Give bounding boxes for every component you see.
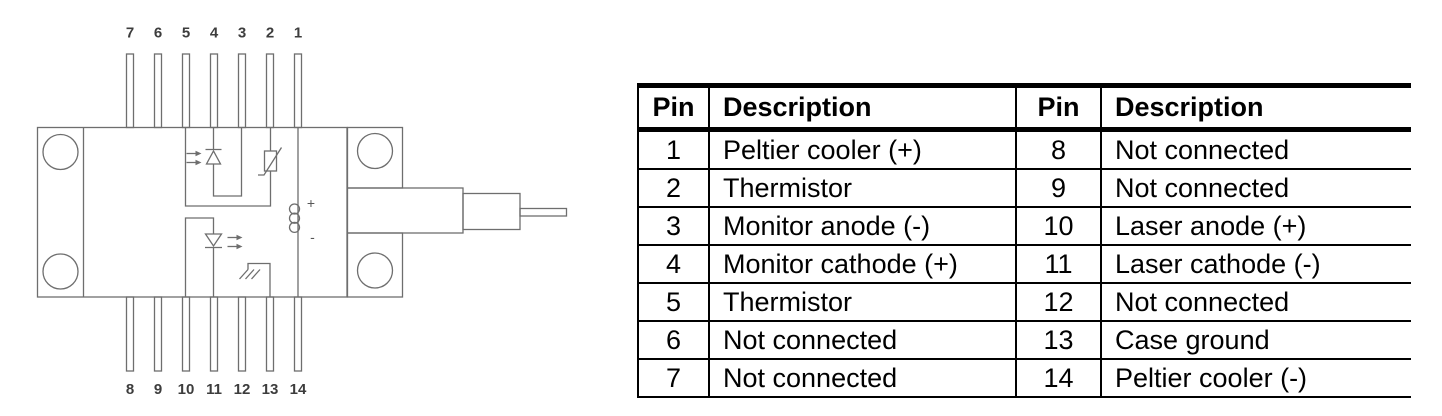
pin-14 (293, 296, 303, 372)
fiber-pigtail (519, 207, 568, 217)
header-description-1: Description (708, 85, 1016, 132)
pin-description: Not connected (708, 359, 1016, 398)
pin-12 (237, 296, 247, 372)
table-row: 4 Monitor cathode (+) 11 Laser cathode (… (638, 245, 1411, 284)
table-row: 5 Thermistor 12 Not connected (638, 283, 1411, 322)
tec-minus-label: - (310, 229, 315, 245)
pin-label-1: 1 (294, 25, 302, 42)
ground-symbol (239, 262, 271, 297)
pin-number: 3 (638, 207, 709, 246)
pin-label-14: 14 (290, 381, 307, 398)
fiber-ferrule (462, 192, 521, 231)
pin-number: 6 (638, 321, 709, 360)
pin-label-9: 9 (154, 381, 162, 398)
monitor-photodiode-symbol (186, 128, 243, 197)
pin-label-3: 3 (238, 25, 246, 42)
mount-hole-top-left (42, 133, 79, 171)
butterfly-package-diagram: 7 6 5 4 3 2 1 8 9 10 11 12 13 14 + - (36, 25, 568, 399)
pin-label-7: 7 (126, 25, 134, 42)
fiber-snout (346, 187, 464, 234)
table-row: 6 Not connected 13 Case ground (638, 321, 1411, 360)
table-header-row: Pin Description Pin Description (638, 85, 1411, 132)
pin-number: 1 (638, 129, 709, 170)
pin-label-2: 2 (266, 25, 274, 42)
pin-label-11: 11 (206, 381, 222, 398)
pin-5 (181, 53, 191, 129)
pin-description: Thermistor (708, 283, 1016, 322)
pin-number: 12 (1015, 283, 1101, 322)
pin-number: 2 (638, 169, 709, 208)
pin-1 (293, 53, 303, 129)
pin-description: Case ground (1100, 321, 1411, 360)
pin-number: 7 (638, 359, 709, 398)
pin-number: 4 (638, 245, 709, 284)
mount-hole-top-right (356, 132, 394, 170)
table-row: 7 Not connected 14 Peltier cooler (-) (638, 359, 1411, 398)
pin-number: 9 (1015, 169, 1101, 208)
pin-number: 14 (1015, 359, 1101, 398)
mount-hole-bottom-right (356, 252, 394, 289)
emitted-light-arrows (227, 234, 243, 250)
pin-description: Monitor anode (-) (708, 207, 1016, 246)
pin-7 (125, 53, 135, 129)
laser-diode-symbol (184, 217, 243, 297)
incident-light-arrows (186, 150, 202, 166)
pin-description: Laser cathode (-) (1100, 245, 1411, 284)
pin-label-10: 10 (178, 381, 195, 398)
pin-label-12: 12 (234, 381, 251, 398)
pin-3 (237, 53, 247, 129)
pin-label-5: 5 (182, 25, 190, 42)
pin-description: Peltier cooler (+) (708, 129, 1016, 170)
mount-hole-bottom-left (42, 253, 79, 290)
fiber-output (346, 187, 568, 234)
pin-number: 8 (1015, 129, 1101, 170)
tec-coil-symbol (288, 128, 301, 297)
header-description-2: Description (1100, 85, 1411, 132)
pin-13 (265, 296, 275, 372)
pinout-table: Pin Description Pin Description 1 Peltie… (637, 83, 1411, 398)
pin-description: Monitor cathode (+) (708, 245, 1016, 284)
pin-number: 11 (1015, 245, 1101, 284)
tec-plus-label: + (307, 195, 315, 211)
pin-number: 5 (638, 283, 709, 322)
pin-9 (153, 296, 163, 372)
pin-description: Thermistor (708, 169, 1016, 208)
pin-number: 10 (1015, 207, 1101, 246)
pin-description: Not connected (1100, 169, 1411, 208)
table-row: 1 Peltier cooler (+) 8 Not connected (638, 129, 1411, 170)
pin-4 (209, 53, 219, 129)
pin-6 (153, 53, 163, 129)
pin-label-13: 13 (262, 381, 279, 398)
pin-description: Laser anode (+) (1100, 207, 1411, 246)
pin-description: Not connected (708, 321, 1016, 360)
pin-description: Not connected (1100, 283, 1411, 322)
pin-number-labels: 7 6 5 4 3 2 1 8 9 10 11 12 13 14 + - (126, 25, 315, 399)
table-row: 2 Thermistor 9 Not connected (638, 169, 1411, 208)
table-row: 3 Monitor anode (-) 10 Laser anode (+) (638, 207, 1411, 246)
pin-description: Peltier cooler (-) (1100, 359, 1411, 398)
pin-description: Not connected (1100, 129, 1411, 170)
pin-label-6: 6 (154, 25, 162, 42)
pin-10 (181, 296, 191, 372)
pin-label-8: 8 (126, 381, 134, 398)
pin-2 (265, 53, 275, 129)
thermistor-symbol (184, 128, 283, 207)
header-pin-2: Pin (1015, 85, 1101, 132)
pin-label-4: 4 (210, 25, 219, 42)
pin-11 (209, 296, 219, 372)
header-pin-1: Pin (638, 85, 709, 132)
pin-8 (125, 296, 135, 372)
pin-number: 13 (1015, 321, 1101, 360)
package-pins (125, 53, 303, 372)
